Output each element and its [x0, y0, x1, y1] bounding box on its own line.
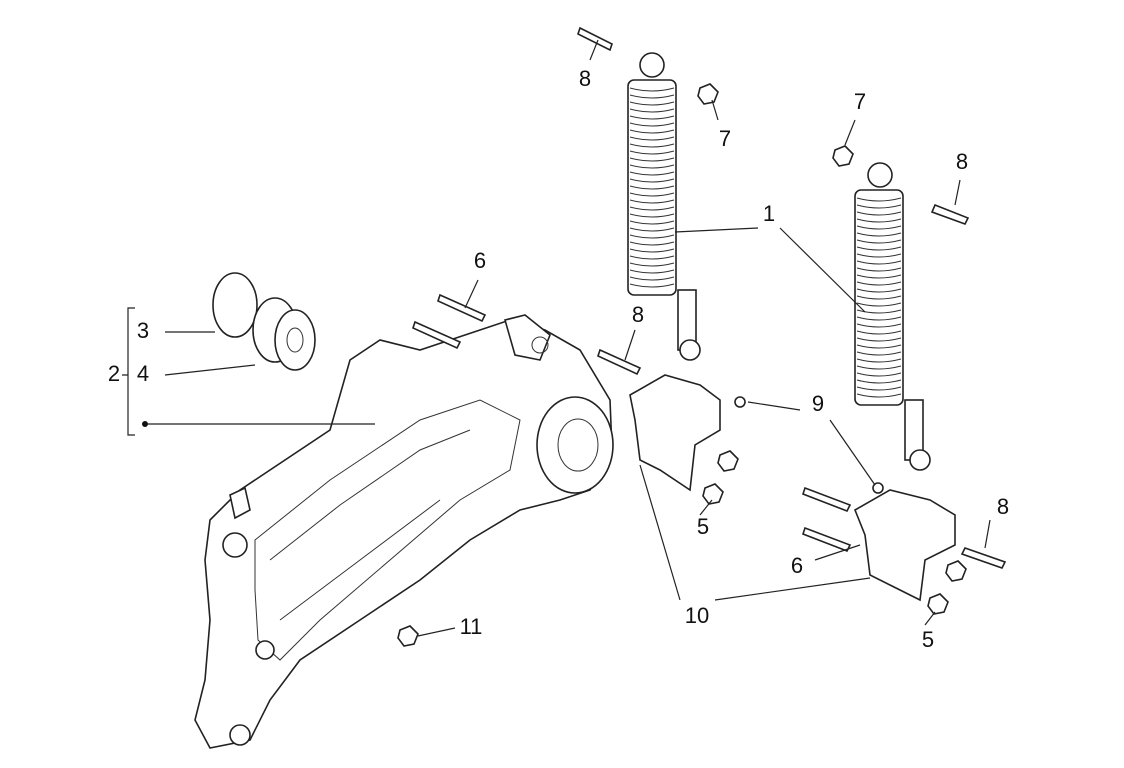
- callout-10: 10: [685, 603, 709, 628]
- callout-7: 7: [719, 126, 731, 151]
- callout-4: 4: [137, 361, 149, 386]
- callout-2: 2: [108, 361, 120, 386]
- spring-coil: [856, 204, 902, 209]
- spring-coil: [629, 143, 675, 148]
- fasteners: [397, 26, 1007, 647]
- spring-coil: [629, 115, 675, 120]
- spring-coil: [856, 309, 902, 314]
- spring-coil: [856, 246, 902, 251]
- shock-absorber-left: [627, 52, 721, 492]
- spring-coil: [856, 211, 902, 216]
- callout-5: 5: [697, 514, 709, 539]
- callout-9: 9: [812, 391, 824, 416]
- callout-3: 3: [137, 318, 149, 343]
- callout-5: 5: [922, 627, 934, 652]
- spring-coil: [629, 199, 675, 204]
- spring-coil: [856, 267, 902, 272]
- spring-coil: [629, 206, 675, 211]
- spring-coil: [629, 283, 675, 288]
- bullet-icon: [142, 421, 148, 427]
- spring-coil: [856, 372, 902, 377]
- spring-coil: [629, 129, 675, 134]
- spring-coil: [629, 101, 675, 106]
- spring-coil: [856, 316, 902, 321]
- spring-coil: [856, 344, 902, 349]
- callout-11: 11: [460, 614, 483, 639]
- spring-coil: [856, 358, 902, 363]
- spring-coil: [629, 248, 675, 253]
- spring-coil: [856, 281, 902, 286]
- spring-coil: [856, 302, 902, 307]
- spring-coil: [629, 185, 675, 190]
- callout-6: 6: [791, 553, 803, 578]
- spring-coil: [629, 227, 675, 232]
- spring-coil: [856, 351, 902, 356]
- spring-coil: [856, 197, 902, 202]
- spring-coil: [856, 260, 902, 265]
- spring-coil: [629, 122, 675, 127]
- spring-coil: [629, 87, 675, 92]
- spring-coil: [629, 108, 675, 113]
- spring-coil: [856, 218, 902, 223]
- spring-coil: [856, 288, 902, 293]
- spring-coil: [856, 379, 902, 384]
- spring-coil: [629, 213, 675, 218]
- spring-coil: [856, 225, 902, 230]
- circlip: [212, 272, 258, 338]
- spring-coil: [856, 253, 902, 258]
- spring-coil: [856, 274, 902, 279]
- callout-8: 8: [632, 302, 644, 327]
- leader-lines: [122, 39, 991, 637]
- spring-coil: [629, 150, 675, 155]
- spring-coil: [629, 136, 675, 141]
- callout-8: 8: [956, 149, 968, 174]
- shock-absorber-right: [853, 162, 956, 602]
- swing-arm: [194, 314, 614, 749]
- spring-coil: [856, 393, 902, 398]
- spring-coil: [629, 241, 675, 246]
- spring-coil: [856, 323, 902, 328]
- callout-7: 7: [854, 89, 866, 114]
- spring-coil: [856, 239, 902, 244]
- spring-coil: [629, 192, 675, 197]
- spring-coil: [856, 386, 902, 391]
- spring-coil: [856, 330, 902, 335]
- callout-8: 8: [579, 66, 591, 91]
- bearing: [252, 297, 316, 371]
- spring-coil: [856, 337, 902, 342]
- spring-coil: [629, 178, 675, 183]
- spring-coil: [629, 171, 675, 176]
- callout-1: 1: [763, 201, 775, 226]
- spring-coil: [856, 232, 902, 237]
- spring-coil: [629, 164, 675, 169]
- spring-coil: [629, 234, 675, 239]
- spring-coil: [629, 157, 675, 162]
- spring-coil: [629, 269, 675, 274]
- spring-coil: [629, 220, 675, 225]
- spring-coil: [629, 255, 675, 260]
- spring-coil: [629, 262, 675, 267]
- callout-8: 8: [997, 494, 1009, 519]
- spring-coil: [856, 365, 902, 370]
- spring-coil: [629, 94, 675, 99]
- spring-coil: [856, 295, 902, 300]
- callout-6: 6: [474, 248, 486, 273]
- callouts: 8 7 7 8 1 6 8 3 2 4 9 5 8 6 10 11 5: [108, 66, 1009, 652]
- spring-coil: [629, 276, 675, 281]
